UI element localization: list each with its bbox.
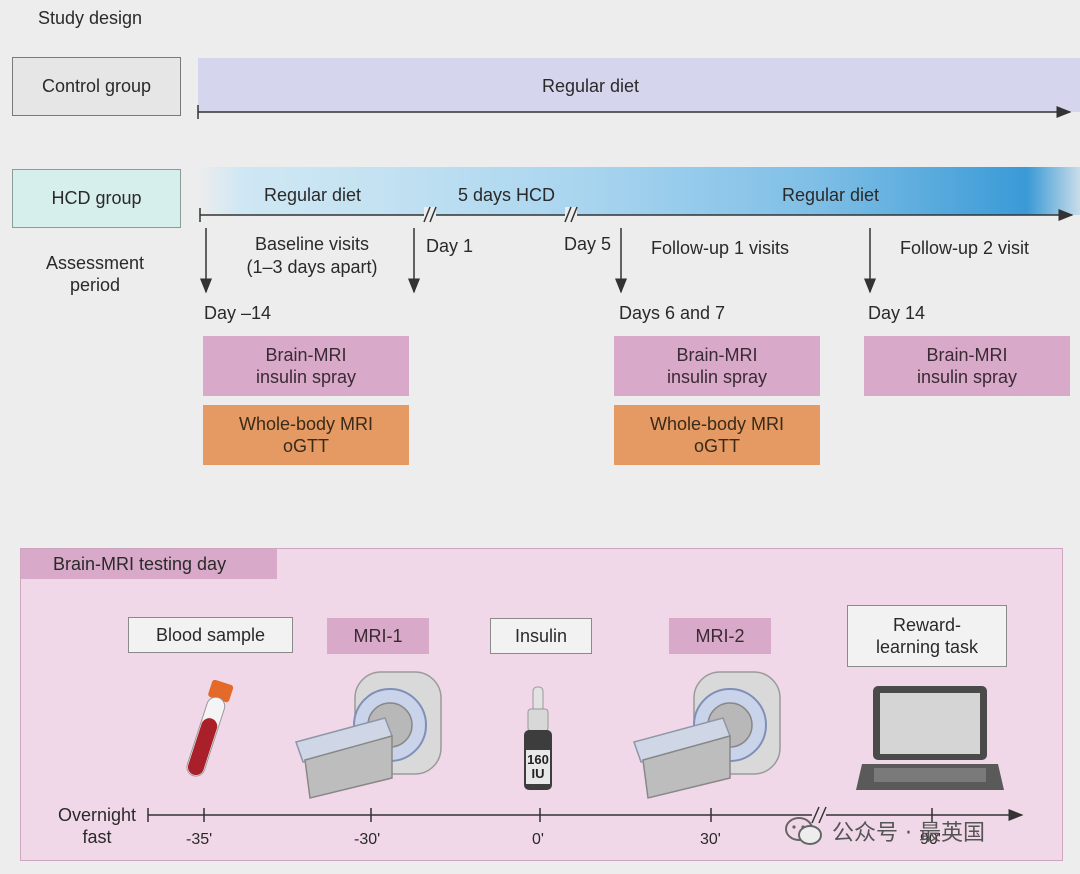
testing-day-label: Brain-MRI testing day [21, 549, 277, 579]
mri-scanner-icon-2 [633, 671, 781, 799]
tick-label-30: 30' [700, 831, 721, 848]
wechat-icon [785, 817, 822, 845]
watermark: 公众号 · 最英国 [784, 815, 985, 847]
hcd-diet-bar [198, 167, 1080, 215]
day14-label: Day 14 [868, 303, 926, 323]
day5-label: Day 5 [564, 234, 612, 254]
hcd-segment-regular-diet-2: Regular diet [782, 185, 880, 205]
laptop-icon [856, 686, 1004, 790]
watermark-text: 公众号 · 最英国 [832, 821, 985, 846]
nasal-spray-icon [524, 686, 552, 790]
whole-body-mri-box-baseline: Whole-body MRI oGTT [203, 405, 409, 465]
step-reward-learning-task: Reward- learning task [847, 605, 1007, 667]
baseline-visits-label: Baseline visits (1–3 days apart) [246, 234, 378, 277]
hcd-segment-5-days-hcd: 5 days HCD [458, 185, 556, 205]
tick-label-minus35: -35' [186, 831, 213, 848]
whole-body-mri-box-followup1: Whole-body MRI oGTT [614, 405, 820, 465]
followup2-label: Follow-up 2 visit [900, 238, 1030, 258]
hcd-group-box: HCD group [12, 169, 181, 228]
brain-mri-box-baseline: Brain-MRI insulin spray [203, 336, 409, 396]
diagram-title: Study design [38, 8, 143, 28]
step-insulin: Insulin [490, 618, 592, 654]
hcd-segment-regular-diet-1: Regular diet [264, 185, 362, 205]
brain-mri-box-followup1: Brain-MRI insulin spray [614, 336, 820, 396]
overnight-fast-label: Overnight fast [57, 805, 137, 847]
tick-label-0: 0' [532, 831, 544, 848]
step-blood-sample: Blood sample [128, 617, 293, 653]
day-minus14-label: Day –14 [204, 303, 272, 323]
control-diet-label: Regular diet [542, 76, 640, 96]
brain-mri-box-followup2: Brain-MRI insulin spray [864, 336, 1070, 396]
tick-label-90: 90' [920, 831, 941, 848]
day1-label: Day 1 [426, 236, 474, 256]
step-mri-1: MRI-1 [327, 618, 429, 654]
mri-scanner-icon-1 [295, 671, 442, 799]
control-diet-bar [198, 58, 1080, 112]
vial-label: 160 IU [527, 752, 549, 781]
followup1-label: Follow-up 1 visits [651, 238, 790, 258]
tick-label-minus30: -30' [354, 831, 381, 848]
blood-tube-icon [186, 679, 234, 777]
assessment-period-label: Assessment period [45, 253, 145, 295]
step-mri-2: MRI-2 [669, 618, 771, 654]
control-group-box: Control group [12, 57, 181, 116]
days6and7-label: Days 6 and 7 [619, 303, 726, 323]
